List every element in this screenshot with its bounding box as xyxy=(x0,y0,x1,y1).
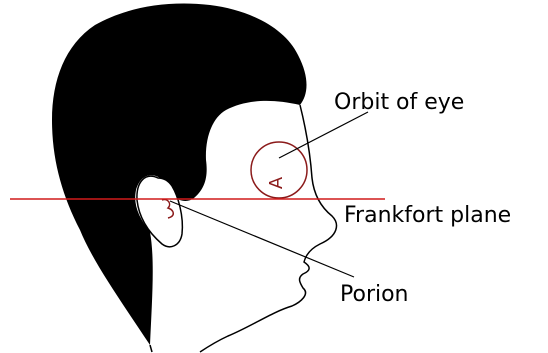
hair-shape xyxy=(52,4,307,345)
orbit-of-eye-label: Orbit of eye xyxy=(334,90,464,115)
face-profile-outline xyxy=(200,105,336,352)
frankfort-plane-label: Frankfort plane xyxy=(344,203,511,228)
orbit-marker-label: A xyxy=(266,176,287,189)
porion-leader-line xyxy=(170,201,354,277)
porion-label: Porion xyxy=(340,282,409,307)
neck-back-outline xyxy=(150,345,152,352)
orbit-leader-line xyxy=(279,112,368,158)
